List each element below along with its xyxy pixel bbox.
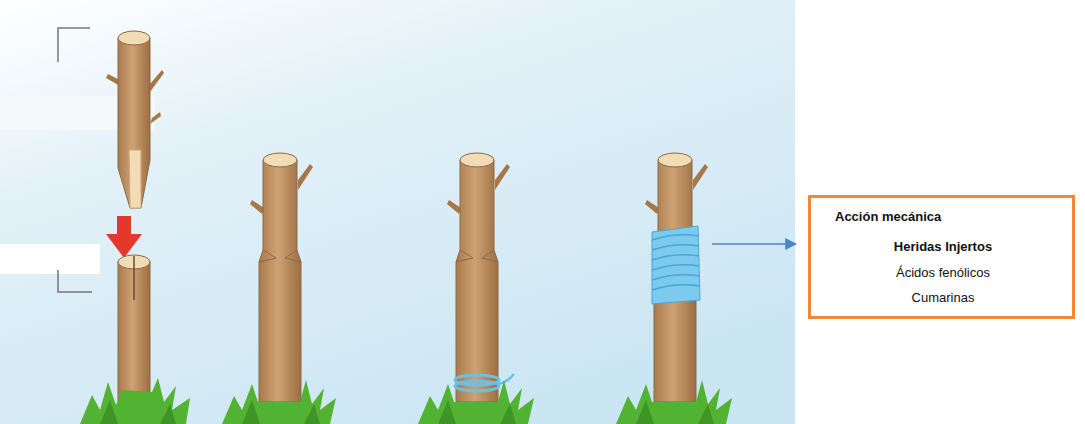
box-item: Cumarinas — [912, 290, 975, 306]
box-item: Heridas Injertos — [894, 239, 992, 255]
sky-background — [0, 0, 795, 424]
box-item: Ácidos fenólicos — [896, 265, 990, 281]
scion — [106, 31, 164, 208]
box-heading: Acción mecánica — [835, 209, 941, 225]
blank-label-panel — [0, 244, 100, 274]
grafting-tape — [652, 226, 700, 304]
bracket — [58, 270, 92, 292]
grass-shade — [100, 400, 714, 424]
grafted-stem — [250, 153, 313, 402]
rootstock — [118, 255, 150, 402]
bracket — [58, 28, 90, 62]
info-box: Acción mecánicaHeridas InjertosÁcidos fe… — [808, 195, 1075, 319]
red-arrow — [106, 216, 142, 258]
leader-arrow — [712, 243, 796, 245]
grass — [80, 378, 732, 424]
grafted-stem — [645, 153, 708, 402]
grafted-stem — [447, 153, 510, 402]
